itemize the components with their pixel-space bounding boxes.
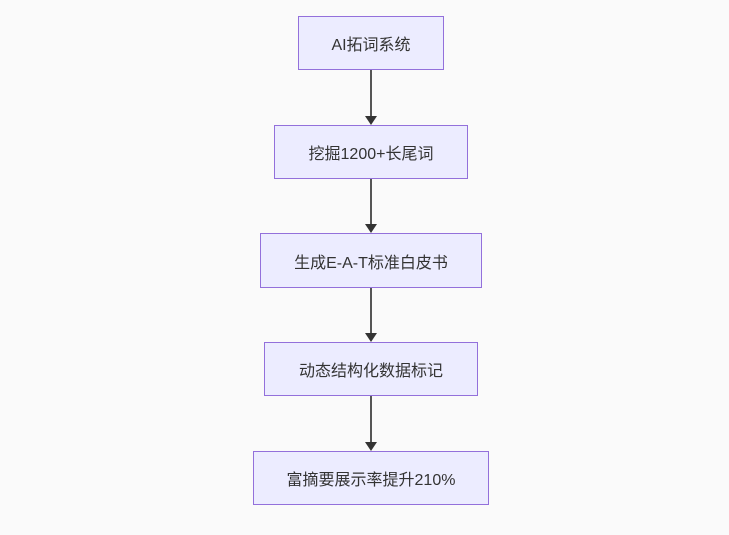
flow-edge-2	[365, 179, 377, 233]
arrow-down-icon	[365, 442, 377, 451]
flow-edge-3	[365, 288, 377, 342]
flow-node-label: 动态结构化数据标记	[298, 363, 443, 380]
flow-node-eat-whitepaper: 生成E-A-T标准白皮书	[260, 233, 482, 288]
flow-node-label: 生成E-A-T标准白皮书	[294, 254, 448, 272]
flow-node-label: 挖掘1200+长尾词	[308, 146, 434, 163]
flow-node-structured-data: 动态结构化数据标记	[264, 342, 478, 396]
flow-edge-4	[365, 396, 377, 451]
edge-line	[370, 179, 372, 224]
edge-line	[370, 288, 372, 333]
arrow-down-icon	[365, 116, 377, 125]
edge-line	[370, 396, 372, 442]
flow-node-rich-snippet-result: 富摘要展示率提升210%	[253, 451, 489, 505]
flow-node-label: AI拓词系统	[331, 37, 411, 54]
arrow-down-icon	[365, 333, 377, 342]
edge-line	[370, 70, 372, 116]
flow-node-ai-word-expansion: AI拓词系统	[298, 16, 444, 70]
flow-node-label: 富摘要展示率提升210%	[286, 472, 456, 489]
flow-edge-1	[365, 70, 377, 125]
flow-node-longtail-mining: 挖掘1200+长尾词	[274, 125, 468, 179]
arrow-down-icon	[365, 224, 377, 233]
